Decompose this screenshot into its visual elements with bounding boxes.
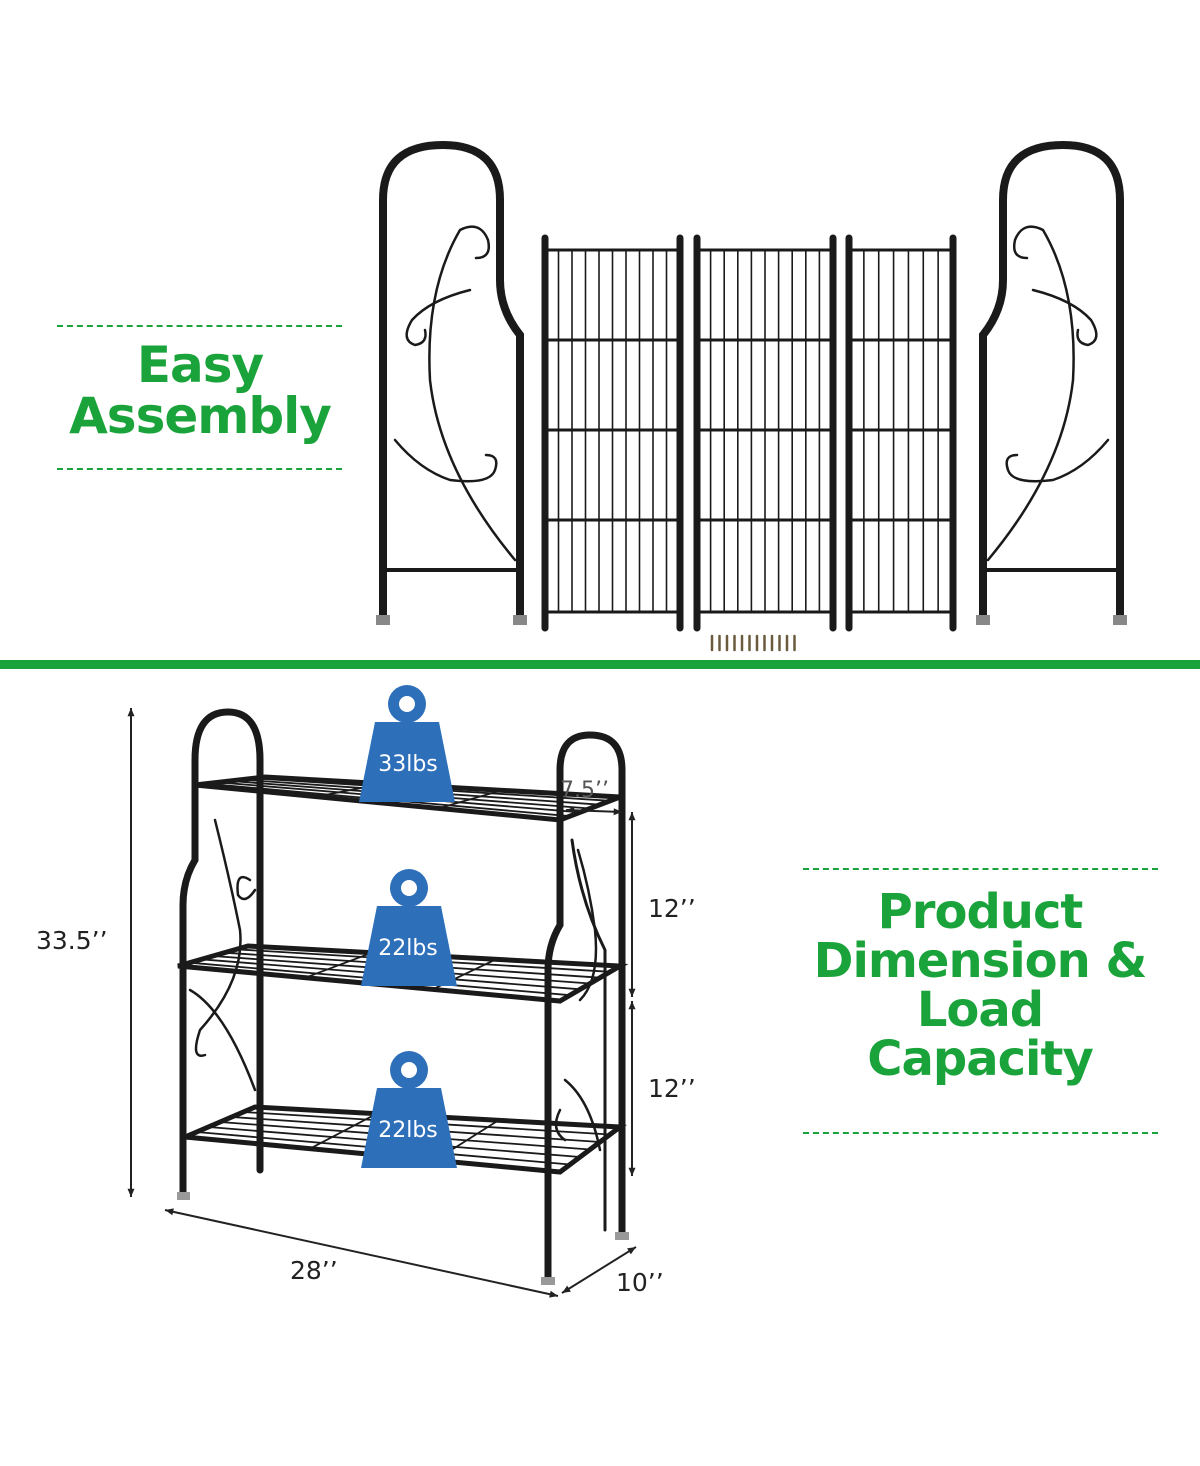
- shelf-panels: [541, 234, 957, 632]
- product-title-line4: Capacity: [867, 1030, 1094, 1087]
- bottom-weight-icon: [361, 1051, 457, 1168]
- assembly-title: Easy Assembly: [50, 340, 350, 442]
- top-shelf-load-label: 33lbs: [378, 752, 438, 777]
- right-side-frame: [976, 140, 1127, 625]
- middle-shelf-load-label: 22lbs: [378, 936, 438, 961]
- bottom-shelf-load-label: 22lbs: [378, 1118, 438, 1143]
- shelf-depth-label: 7.5’’: [560, 778, 609, 803]
- lower-spacing-arrow: [628, 1001, 636, 1176]
- section-divider: [0, 660, 1200, 669]
- product-bottom-divider: [803, 1132, 1158, 1134]
- product-title-line1: Product: [877, 884, 1084, 940]
- width-dimension-label: 28’’: [290, 1256, 338, 1285]
- product-title-line3: Load: [916, 981, 1044, 1038]
- upper-spacing-label: 12’’: [648, 894, 696, 923]
- shelf-panel-3: [845, 234, 957, 632]
- product-title: Product Dimension & Load Capacity: [790, 888, 1170, 1084]
- assembly-top-divider: [57, 325, 342, 327]
- assembly-bottom-divider: [57, 468, 342, 470]
- product-top-divider: [803, 868, 1158, 870]
- height-dimension-label: 33.5’’: [36, 926, 108, 955]
- upper-spacing-arrow: [628, 812, 636, 997]
- lower-spacing-label: 12’’: [648, 1074, 696, 1103]
- shelf-panel-1: [541, 234, 684, 632]
- screws: [710, 634, 796, 652]
- depth-dimension-label: 10’’: [616, 1268, 664, 1297]
- assembly-title-line1: Easy: [136, 336, 264, 394]
- top-weight-icon: [359, 685, 455, 802]
- left-side-frame: [376, 140, 527, 625]
- shelf-panel-2: [693, 234, 837, 632]
- middle-weight-icon: [361, 869, 457, 986]
- height-arrow: [127, 708, 135, 1197]
- shelf-depth-arrow: [565, 806, 623, 816]
- assembly-parts-illustration: [376, 140, 1127, 652]
- depth-arrow: [561, 1246, 637, 1294]
- product-title-line2: Dimension &: [813, 932, 1148, 989]
- assembly-title-line2: Assembly: [69, 387, 332, 445]
- width-arrow: [164, 1208, 559, 1298]
